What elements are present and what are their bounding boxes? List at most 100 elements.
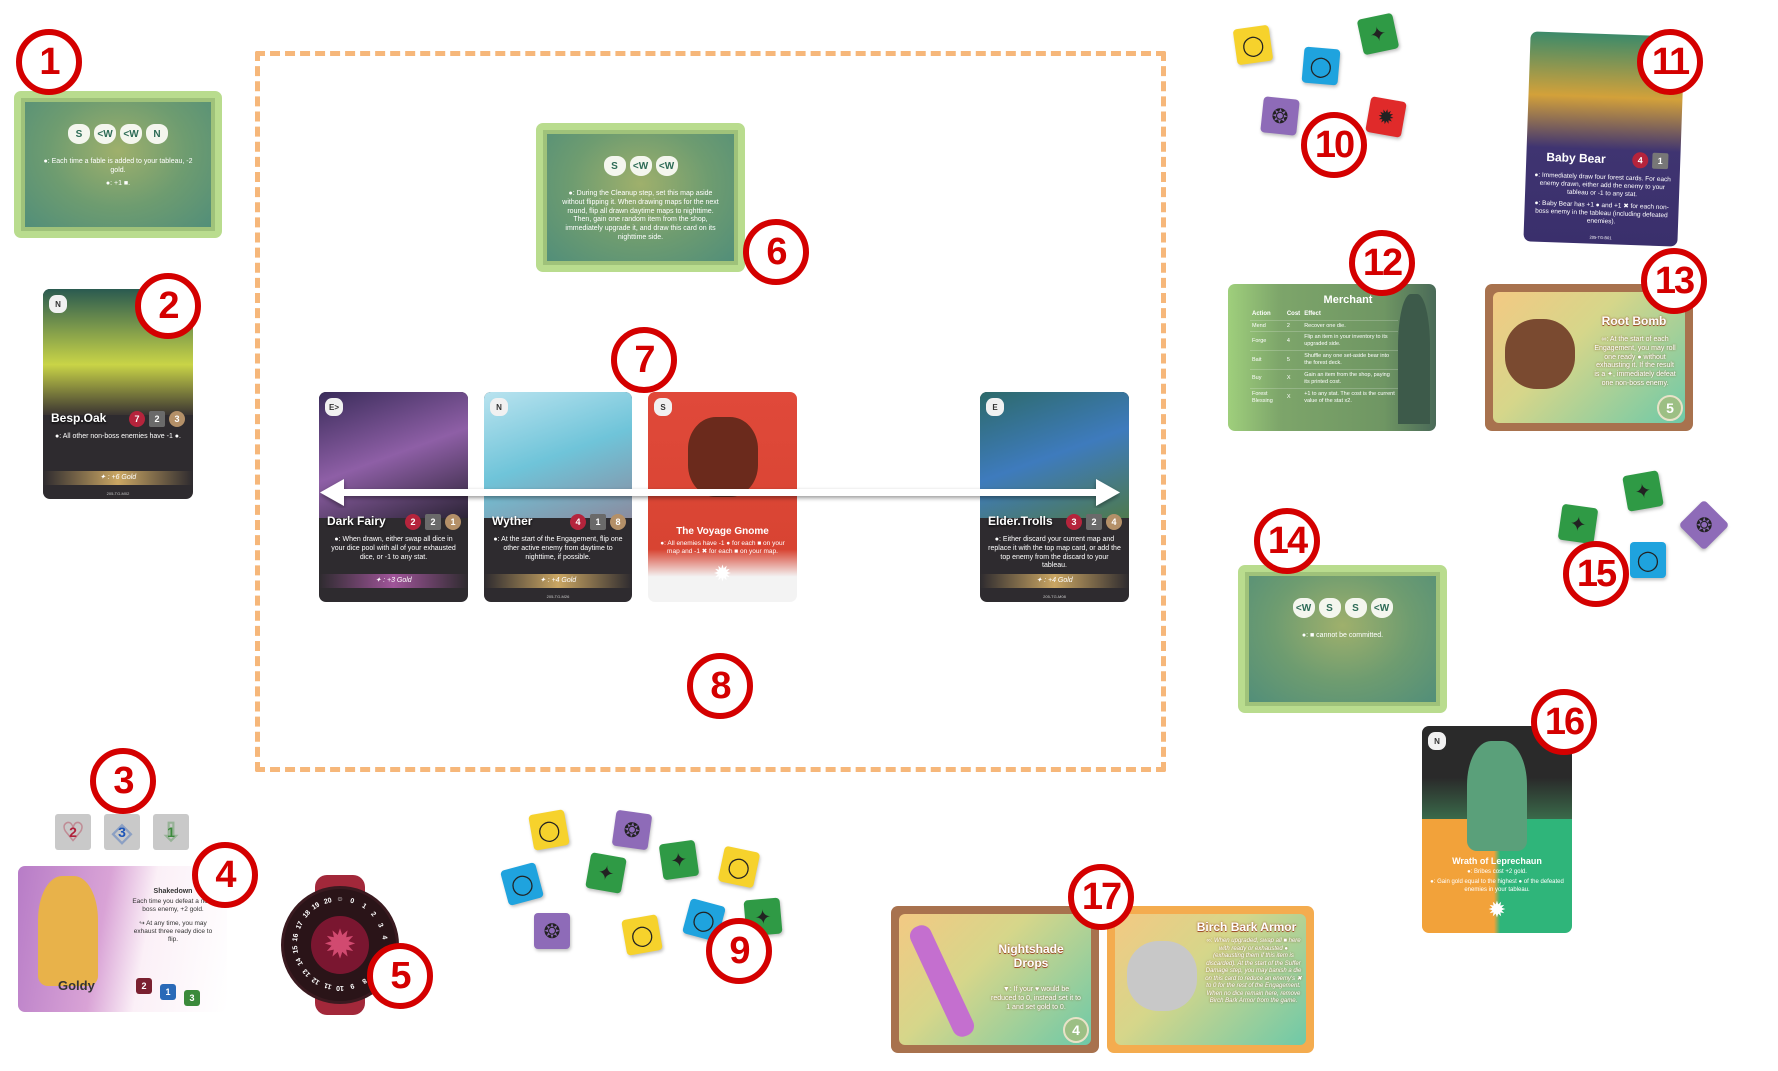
step-marker-15: 15 (1563, 541, 1629, 607)
leaf-direction-icon: S (1318, 598, 1341, 618)
step-marker-12: 12 (1349, 230, 1415, 296)
sun-icon: ✹ (1487, 897, 1507, 922)
cycle-icon: ◯ (536, 817, 563, 844)
attack-stat: 2 (1086, 514, 1102, 530)
map-card-loc6[interactable]: S<W<W●: During the Cleanup step, set thi… (536, 123, 745, 272)
gold-reward: ✦ : +4 Gold (484, 574, 632, 588)
green-die[interactable]: ✦ (1622, 470, 1664, 512)
dial-number: ☺ (336, 896, 344, 903)
cycle-icon: ◯ (508, 870, 536, 899)
leaf-direction-icon: N (146, 124, 168, 144)
card-code: 205-TG-M26 (546, 594, 570, 599)
step-marker-1: 1 (16, 29, 82, 95)
swirl-icon: ❂ (622, 818, 642, 843)
yellow-die[interactable]: ◯ (621, 914, 663, 956)
merchant-cell: 5 (1286, 356, 1290, 363)
fable-name: The Voyage Gnome (676, 526, 769, 537)
attack-stat: 1 (1651, 152, 1669, 170)
boss-ability-text: ●: Immediately draw four forest cards. F… (1534, 171, 1671, 199)
hero-speed: 3 (184, 990, 200, 1006)
item-title: Nightshade Drops (998, 942, 1064, 970)
dial-number: 10 (336, 984, 344, 991)
step-marker-16: 16 (1531, 689, 1597, 755)
merchant-title: Merchant (1323, 294, 1373, 306)
yellow-die[interactable]: ◯ (528, 809, 570, 851)
health-stat: 4 (1632, 152, 1649, 169)
stat-token-shield[interactable]: ◇3 (104, 814, 140, 850)
green-die[interactable]: ✦ (1356, 12, 1400, 56)
swirl-icon: ❂ (1270, 104, 1290, 129)
purple-die[interactable]: ❂ (1678, 499, 1730, 551)
merchant-cell: 2 (1286, 322, 1290, 329)
swirl-icon: ❂ (1689, 511, 1718, 540)
dial-number: 15 (292, 945, 301, 955)
item-card-nightshade[interactable]: Nightshade Drops▼: If your ♥ would be re… (891, 906, 1099, 1053)
step-marker-10: 10 (1301, 112, 1367, 178)
step-marker-4: 4 (192, 842, 258, 908)
hero-defense: 1 (160, 984, 176, 1000)
stat-token-arrow-down[interactable]: ⇩1 (153, 814, 189, 850)
yellow-die[interactable]: ◯ (717, 845, 761, 889)
compass-icon: ✦ (1632, 479, 1654, 504)
attack-stat: 1 (590, 514, 606, 530)
dial-number: 20 (322, 896, 333, 906)
purple-die[interactable]: ❂ (534, 913, 570, 949)
direction-leaf-icon: N (490, 398, 508, 416)
play-area-boundary (255, 51, 1166, 772)
compass-icon: ✦ (1367, 21, 1389, 47)
purple-die[interactable]: ❂ (1260, 96, 1300, 136)
health-stat: 2 (405, 514, 421, 530)
direction-leaf-icon: S (654, 398, 672, 416)
merchant-figure (1398, 294, 1430, 424)
blue-die[interactable]: ◯ (1301, 46, 1341, 86)
item-artwork (1505, 319, 1575, 389)
green-die[interactable]: ✦ (1557, 503, 1599, 545)
hero-name: Goldy (58, 978, 95, 993)
boss-ability-text: ●: Baby Bear has +1 ● and +1 ✖ for each … (1534, 199, 1669, 226)
gold-reward: ✦ : +4 Gold (980, 574, 1129, 588)
yellow-die[interactable]: ◯ (1232, 24, 1274, 66)
item-title: Birch Bark Armor (1196, 920, 1297, 934)
compass-icon: ✦ (1568, 512, 1588, 537)
attack-stat: 2 (425, 514, 441, 530)
enemy-name: Dark Fairy (327, 514, 386, 528)
dial-inner: ✹ (311, 916, 369, 974)
green-die[interactable]: ✦ (585, 852, 627, 894)
dial-number: 3 (376, 921, 385, 929)
red-die[interactable]: ✹ (1365, 96, 1407, 138)
cycle-icon: ◯ (1240, 33, 1266, 58)
token-value: 3 (118, 824, 126, 840)
enemy-ability-text: ●: All other non-boss enemies have -1 ●. (55, 433, 181, 440)
enemy-ability-text: ●: At the start of the Engagement, flip … (493, 536, 623, 561)
stat-token-heart[interactable]: ♡2 (55, 814, 91, 850)
blue-die[interactable]: ◯ (1630, 542, 1666, 578)
step-marker-6: 6 (743, 219, 809, 285)
gold-tracker-dial[interactable]: ✹☺01234567891011121314151617181920 (281, 875, 399, 1015)
item-card-rootbomb[interactable]: Root Bomb∞: At the start of each Engagem… (1485, 284, 1693, 431)
purple-die[interactable]: ❂ (611, 809, 653, 851)
card-code: 205-TG-B01 (1589, 234, 1612, 241)
health-stat: 7 (129, 411, 145, 427)
leaf-direction-icon: <W (120, 124, 142, 144)
item-card-birch[interactable]: Birch Bark Armor∞: When upgraded, swap a… (1107, 906, 1314, 1053)
token-value: 2 (69, 824, 77, 840)
compass-icon: ✦ (669, 848, 689, 873)
blue-die[interactable]: ◯ (499, 861, 545, 907)
merchant-cell: Forge (1252, 337, 1267, 344)
fable-text: ●: Bribes cost +2 gold. (1467, 869, 1527, 875)
green-die[interactable]: ✦ (658, 839, 700, 881)
